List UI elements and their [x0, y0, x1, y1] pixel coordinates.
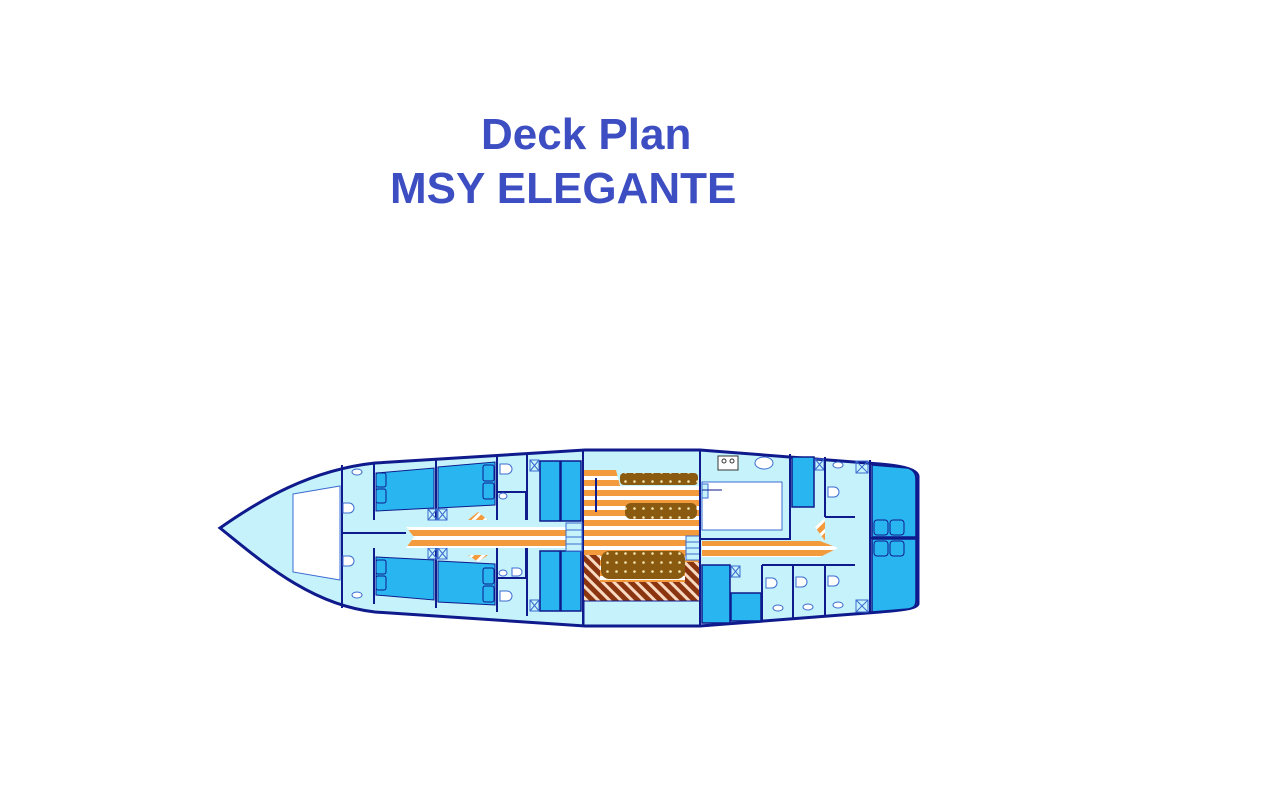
- stove-icon: [717, 455, 739, 471]
- mid-cabins: [526, 450, 584, 626]
- forward-cabins-port: [373, 455, 527, 521]
- title-yacht-name: MSY ELEGANTE: [390, 164, 737, 213]
- forward-cabins-starboard: [373, 547, 527, 612]
- forward-corridor: [406, 512, 583, 562]
- title-deck-plan: Deck Plan: [481, 110, 692, 159]
- galley: [700, 454, 791, 540]
- aft-corridor: [702, 518, 838, 557]
- sink-icon: [754, 456, 774, 470]
- aft-cabins-starboard: [701, 564, 869, 624]
- center-salon: [583, 450, 701, 626]
- stern-cabin: [870, 464, 918, 613]
- aft-cabins-port: [791, 456, 871, 613]
